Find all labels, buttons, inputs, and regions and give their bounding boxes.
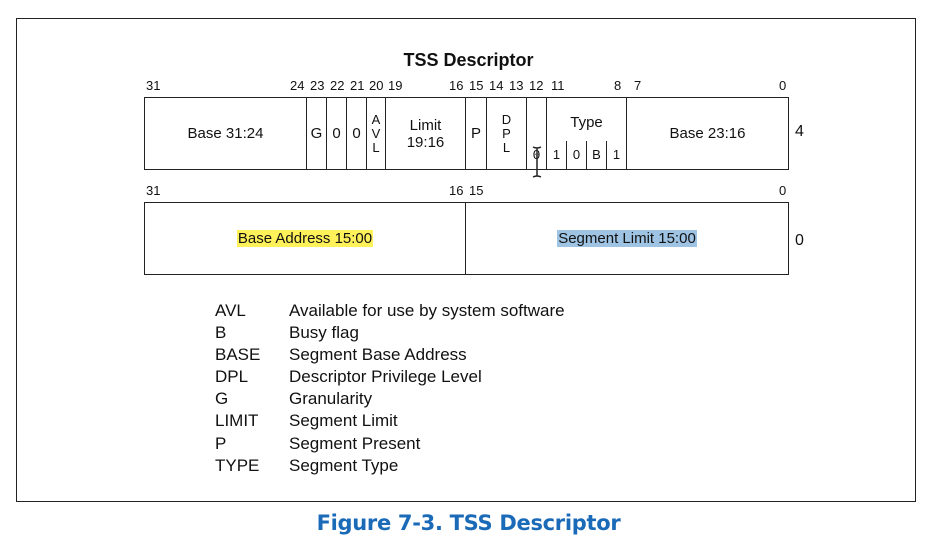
field-base-31-24: Base 31:24 xyxy=(187,125,264,142)
field-dpl: D P L xyxy=(501,111,512,155)
type-bit-divider xyxy=(606,141,608,170)
type-bit-11: 1 xyxy=(552,147,561,162)
legend-desc: Available for use by system software xyxy=(289,301,565,320)
field-divider xyxy=(326,97,328,170)
legend-row: TYPE Segment Type xyxy=(215,455,565,477)
field-type-label: Type xyxy=(570,113,603,131)
bit-number-15: 15 xyxy=(469,78,484,93)
type-bit-8: 1 xyxy=(612,147,621,162)
field-divider xyxy=(366,97,368,170)
legend-abbr: BASE xyxy=(215,345,261,365)
field-divider xyxy=(546,97,548,170)
field-divider xyxy=(465,97,467,170)
bit-number-13: 13 xyxy=(509,78,524,93)
bit-number-0: 0 xyxy=(779,78,787,93)
upper-descriptor-word xyxy=(144,97,789,170)
offset-label-4: 4 xyxy=(795,123,804,140)
legend-row: BASE Segment Base Address xyxy=(215,344,565,366)
field-limit-19-16: Limit 19:16 xyxy=(406,116,445,151)
base-address-label: Base Address 15:00 xyxy=(236,230,374,247)
legend-abbr: B xyxy=(215,323,227,343)
bit-number-24: 24 xyxy=(290,78,305,93)
type-bit-divider xyxy=(566,141,568,170)
field-divider xyxy=(486,97,488,170)
field-reserved-bit-21: 0 xyxy=(352,125,361,142)
field-segment-limit-15-00: Segment Limit 15:00 xyxy=(466,203,788,274)
bit-number-20: 20 xyxy=(369,78,384,93)
offset-label-0: 0 xyxy=(795,232,804,249)
legend: AVL Available for use by system software… xyxy=(215,300,565,477)
field-granularity: G xyxy=(310,125,323,142)
legend-abbr: G xyxy=(215,389,229,409)
legend-desc: Segment Type xyxy=(289,455,399,475)
legend-row: LIMIT Segment Limit xyxy=(215,410,565,432)
figure-caption: Figure 7-3. TSS Descriptor xyxy=(316,511,621,535)
field-divider xyxy=(306,97,308,170)
legend-row: B Busy flag xyxy=(215,322,565,344)
bit-number-16: 16 xyxy=(449,183,464,198)
legend-abbr: DPL xyxy=(215,367,249,387)
type-bit-divider xyxy=(586,141,588,170)
bit-number-12: 12 xyxy=(529,78,544,93)
bit-number-21: 21 xyxy=(350,78,365,93)
legend-row: P Segment Present xyxy=(215,433,565,455)
legend-desc: Busy flag xyxy=(289,323,359,343)
legend-row: DPL Descriptor Privilege Level xyxy=(215,366,565,388)
legend-row: G Granularity xyxy=(215,388,565,410)
legend-abbr: AVL xyxy=(215,301,246,320)
legend-desc: Descriptor Privilege Level xyxy=(289,367,482,387)
diagram-title: TSS Descriptor xyxy=(403,50,534,70)
type-bit-busy: B xyxy=(592,147,601,162)
bit-number-31: 31 xyxy=(146,183,161,198)
field-divider xyxy=(385,97,387,170)
field-divider xyxy=(465,202,467,275)
bit-number-15: 15 xyxy=(469,183,484,198)
legend-row: AVL Available for use by system software xyxy=(215,300,565,322)
field-divider xyxy=(626,97,628,170)
legend-desc: Segment Limit xyxy=(289,411,398,431)
bit-number-8: 8 xyxy=(614,78,622,93)
field-divider xyxy=(346,97,348,170)
bit-number-16: 16 xyxy=(449,78,464,93)
bit-number-0: 0 xyxy=(779,183,787,198)
field-present: P xyxy=(470,125,481,142)
bit-number-7: 7 xyxy=(634,78,642,93)
legend-desc: Granularity xyxy=(289,389,373,409)
legend-abbr: TYPE xyxy=(215,455,260,475)
type-bit-10: 0 xyxy=(572,147,581,162)
bit-number-19: 19 xyxy=(388,78,403,93)
field-base-23-16: Base 23:16 xyxy=(669,125,746,142)
bit-number-31: 31 xyxy=(146,78,161,93)
bit-number-14: 14 xyxy=(489,78,504,93)
bit-number-22: 22 xyxy=(330,78,345,93)
legend-desc: Segment Present xyxy=(289,433,421,453)
legend-desc: Segment Base Address xyxy=(289,345,467,365)
legend-abbr: LIMIT xyxy=(215,411,259,431)
bit-number-23: 23 xyxy=(310,78,325,93)
field-avl: A V L xyxy=(371,111,381,155)
field-base-address-15-00: Base Address 15:00 xyxy=(145,203,465,274)
bit-number-11: 11 xyxy=(551,78,565,93)
segment-limit-label: Segment Limit 15:00 xyxy=(557,230,697,247)
field-divider xyxy=(526,97,528,170)
text-cursor-icon xyxy=(532,146,542,178)
field-reserved-bit-22: 0 xyxy=(332,125,341,142)
legend-abbr: P xyxy=(215,433,227,453)
